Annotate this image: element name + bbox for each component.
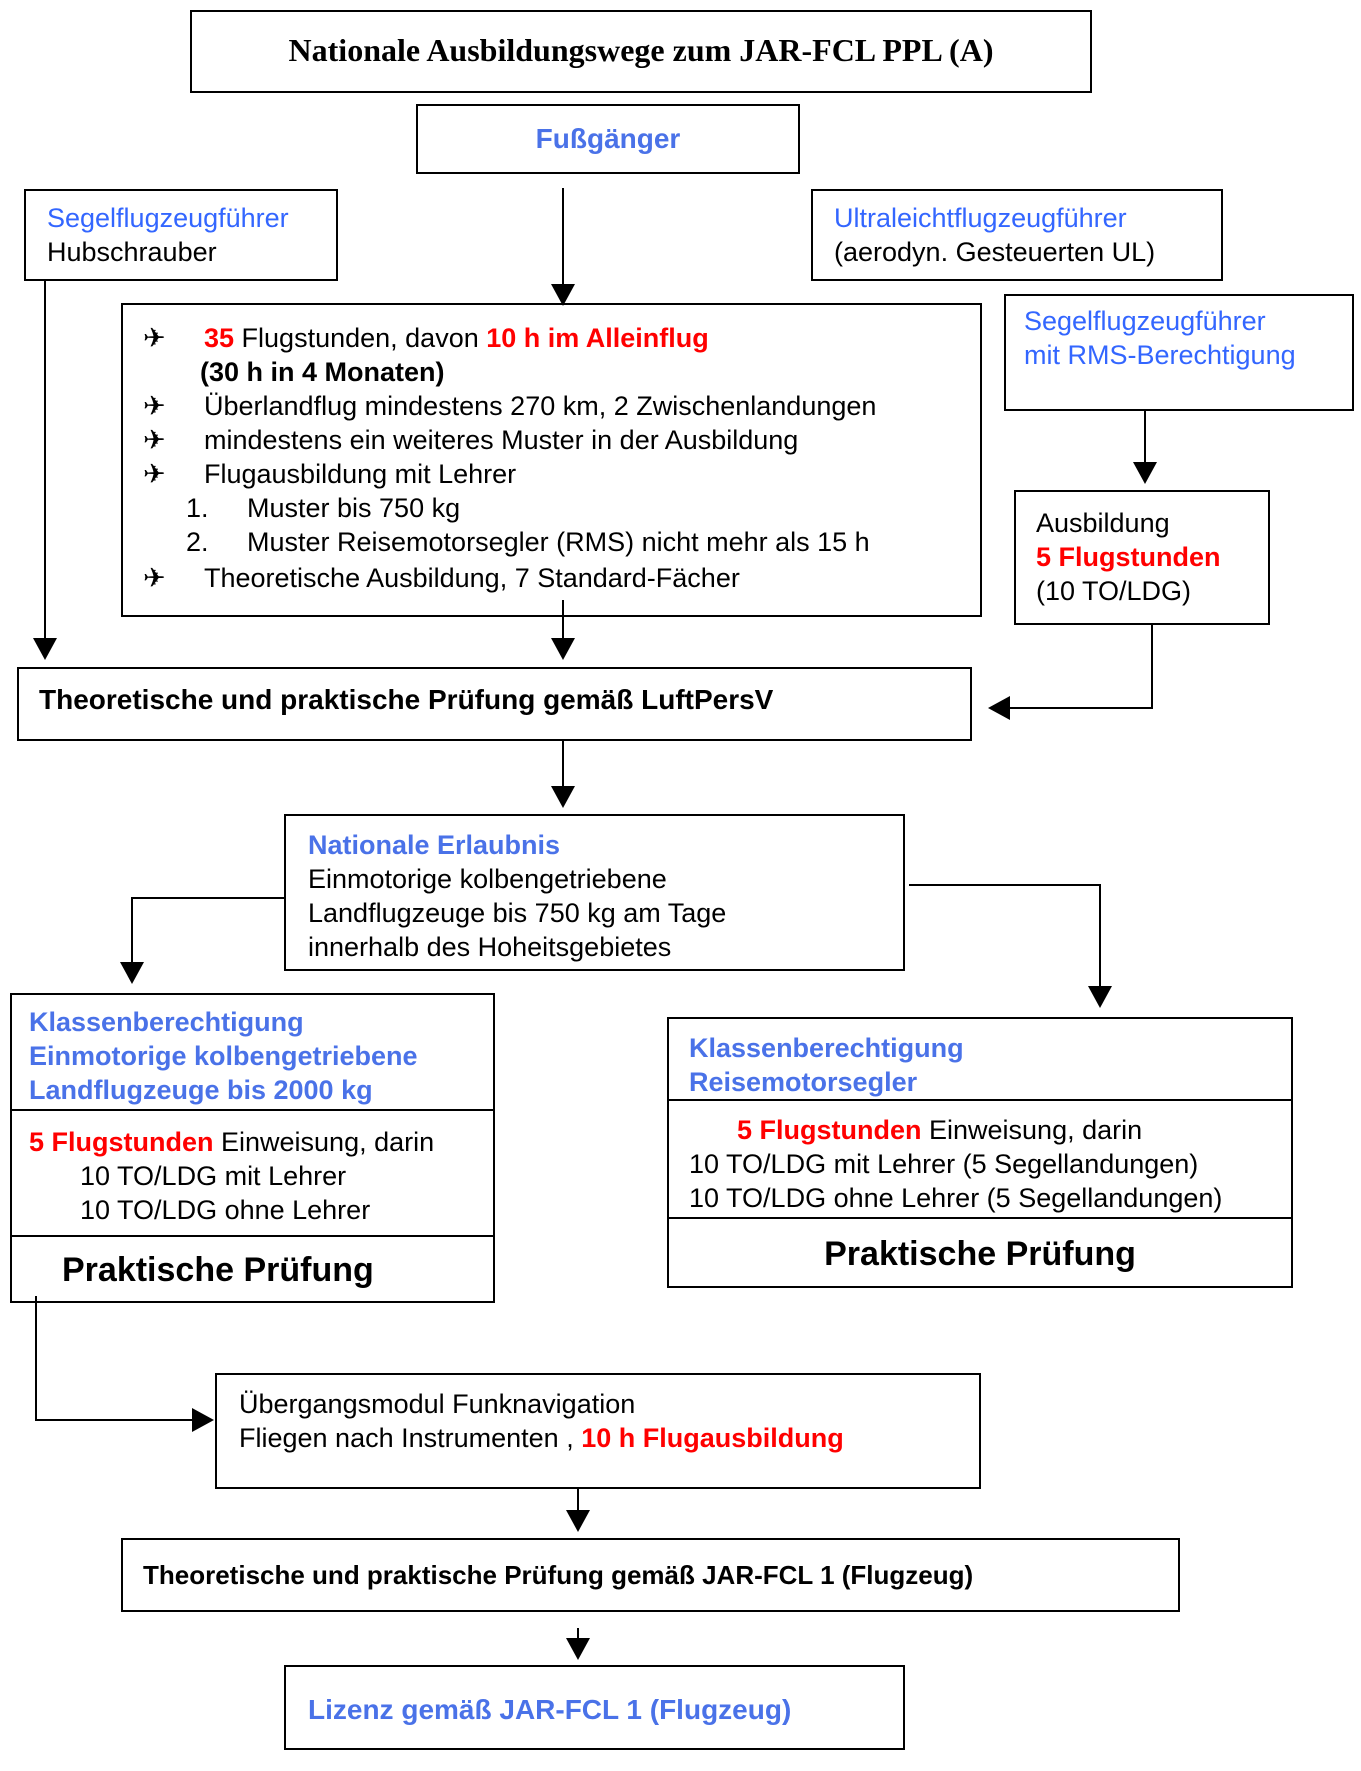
pruefung-luftpersv-label: Theoretische und praktische Prüfung gemä… [39,684,774,715]
arrow-ausbildung-rms-line [1010,625,1153,709]
segelflug-rms-label: Segelflugzeugführer [1024,306,1266,336]
ausbildung-rms-label: Ausbildung [1036,508,1170,538]
nationale-erlaubnis-line1: Einmotorige kolbengetriebene [308,864,667,894]
klasse-sep-hours-red: 5 Flugstunden [29,1127,214,1157]
main-item-1: 35 Flugstunden, davon 10 h im Alleinflug [204,321,709,355]
ultraleicht-sub: (aerodyn. Gesteuerten UL) [834,237,1156,267]
nationale-erlaubnis-box: Nationale Erlaubnis Einmotorige kolbenge… [284,814,905,971]
klasse-tmg-sub1: 10 TO/LDG mit Lehrer (5 Segellandungen) [689,1149,1199,1179]
klasse-sep-divider-2 [12,1235,493,1237]
main-item-3: mindestens ein weiteres Muster in der Au… [204,425,799,455]
klasse-sep-line1: Klassenberechtigung [29,1007,304,1037]
rms-berechtigung-label: mit RMS-Berechtigung [1024,340,1296,370]
klasse-sep-sub2: 10 TO/LDG ohne Lehrer [80,1195,371,1225]
klasse-tmg-hours-rest: Einweisung, darin [921,1115,1143,1145]
main-item-4-sub1: Muster bis 750 kg [247,493,461,523]
uebergangsmodul-hours: 10 h Flugausbildung [581,1423,844,1453]
arrowhead-pruefung [551,786,575,808]
fussgaenger-label: Fußgänger [535,123,681,154]
main-item-1-solo: 10 h im Alleinflug [486,323,709,353]
uebergangsmodul-line2-text: Fliegen nach Instrumenten , [239,1423,582,1453]
klasse-tmg-sub2: 10 TO/LDG ohne Lehrer (5 Segellandungen) [689,1183,1223,1213]
klasse-tmg-line1: Klassenberechtigung [689,1033,964,1063]
klasse-tmg-line2: Reisemotorsegler [689,1067,918,1097]
diagram-title: Nationale Ausbildungswege zum JAR-FCL PP… [288,32,994,68]
lizenz-label: Lizenz gemäß JAR-FCL 1 (Flugzeug) [308,1694,792,1725]
segelflug-hubschrauber-box: Segelflugzeugführer Hubschrauber [24,189,338,281]
arrowhead-uebergang [566,1510,590,1532]
uebergangsmodul-line2: Fliegen nach Instrumenten , 10 h Flugaus… [239,1421,844,1455]
hubschrauber-label: Hubschrauber [47,237,217,267]
klasse-tmg-divider [669,1099,1291,1101]
arrowhead-main [551,638,575,660]
main-item-4-sub2-num: 2. [186,527,209,557]
ultraleicht-label: Ultraleichtflugzeugführer [834,203,1127,233]
plane-bullet-icon: ✈ [143,391,166,421]
klasse-sep-line2: Einmotorige kolbengetriebene [29,1041,418,1071]
klasse-sep-hours: 5 Flugstunden Einweisung, darin [29,1125,434,1159]
arrowhead-rms [1133,462,1157,484]
main-item-1-sub: (30 h in 4 Monaten) [200,357,445,387]
main-item-1-hours: 35 [204,323,235,353]
arrowhead-nationale-left [120,962,144,984]
main-item-1-text: Flugstunden, davon [234,323,487,353]
nationale-erlaubnis-line2: Landflugzeuge bis 750 kg am Tage [308,898,727,928]
pruefung-luftpersv-box: Theoretische und praktische Prüfung gemä… [17,667,972,741]
klasse-sep-hours-rest: Einweisung, darin [213,1127,435,1157]
arrow-nationale-right-line [909,884,1101,986]
arrow-nationale-left-line [131,897,284,962]
klasse-tmg-divider-2 [669,1217,1291,1219]
ausbildung-rms-hours: 5 Flugstunden [1036,542,1221,572]
nationale-erlaubnis-line3: innerhalb des Hoheitsgebietes [308,932,672,962]
arrowhead-segelflug [33,638,57,660]
pruefung-jar-label: Theoretische und praktische Prüfung gemä… [143,1560,974,1590]
arrowhead-nationale-right [1088,986,1112,1008]
segelflug-label: Segelflugzeugführer [47,203,289,233]
klasse-tmg-hours: 5 Flugstunden Einweisung, darin [737,1113,1142,1147]
ausbildung-rms-box: Ausbildung 5 Flugstunden (10 TO/LDG) [1014,490,1270,625]
klasse-tmg-hours-red: 5 Flugstunden [737,1115,922,1145]
segelflug-rms-box: Segelflugzeugführer mit RMS-Berechtigung [1004,294,1354,411]
arrowhead-jar [566,1638,590,1660]
klasse-sep-divider [12,1109,493,1111]
klasse-sep-line3: Landflugzeuge bis 2000 kg [29,1075,373,1105]
main-item-4-sub1-num: 1. [186,493,209,523]
plane-bullet-icon: ✈ [143,323,166,353]
plane-bullet-icon: ✈ [143,459,166,489]
ausbildung-main-box: ✈ 35 Flugstunden, davon 10 h im Alleinfl… [121,303,982,617]
klasse-sep-sub1: 10 TO/LDG mit Lehrer [80,1161,347,1191]
main-item-2: Überlandflug mindestens 270 km, 2 Zwisch… [204,391,877,421]
arrowhead-ausbildung-rms [988,696,1010,720]
ultraleicht-box: Ultraleichtflugzeugführer (aerodyn. Gest… [811,189,1223,281]
nationale-erlaubnis-heading: Nationale Erlaubnis [308,830,561,860]
klasse-sep-box: Klassenberechtigung Einmotorige kolbenge… [10,993,495,1303]
arrowhead-sep-uebergang [192,1408,214,1432]
lizenz-box: Lizenz gemäß JAR-FCL 1 (Flugzeug) [284,1665,905,1750]
uebergangsmodul-box: Übergangsmodul Funknavigation Fliegen na… [215,1373,981,1489]
title-box: Nationale Ausbildungswege zum JAR-FCL PP… [190,10,1092,93]
klasse-tmg-exam: Praktische Prüfung [824,1235,1136,1273]
pruefung-jar-box: Theoretische und praktische Prüfung gemä… [121,1538,1180,1612]
main-item-4: Flugausbildung mit Lehrer [204,459,517,489]
ausbildung-rms-tolandings: (10 TO/LDG) [1036,576,1192,606]
main-item-5: Theoretische Ausbildung, 7 Standard-Fäch… [204,563,740,593]
plane-bullet-icon: ✈ [143,425,166,455]
plane-bullet-icon: ✈ [143,563,166,593]
klasse-sep-exam: Praktische Prüfung [62,1251,374,1289]
main-item-4-sub2: Muster Reisemotorsegler (RMS) nicht mehr… [247,527,870,557]
fussgaenger-box: Fußgänger [416,104,800,174]
arrow-sep-uebergang-line [35,1296,192,1421]
uebergangsmodul-line1: Übergangsmodul Funknavigation [239,1389,636,1419]
klasse-tmg-box: Klassenberechtigung Reisemotorsegler 5 F… [667,1017,1293,1288]
